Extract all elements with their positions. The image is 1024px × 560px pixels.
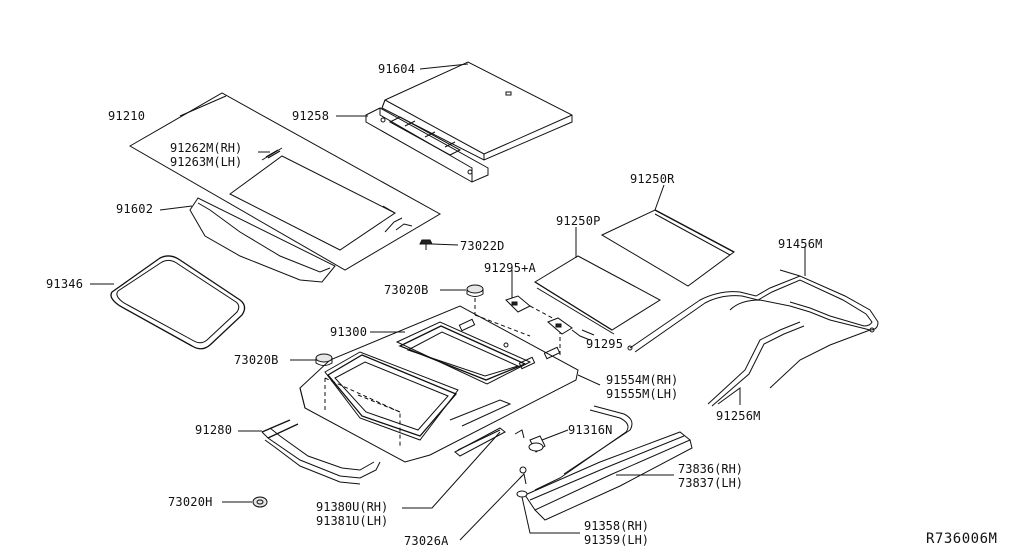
callout-91300: 91300 [330,325,368,339]
part-91250p-sunshade [534,255,661,335]
part-91456m-hoses [627,269,879,407]
callout-91602: 91602 [116,202,154,216]
part-91210-headliner [128,92,442,271]
part-91358-clip [516,466,528,498]
part-91250r-sunshade [600,209,735,287]
callout-73022d: 73022D [460,239,505,253]
callout-91280: 91280 [195,423,233,437]
part-73022d-clip [384,217,459,250]
callout-91380u: 91380U(RH) [316,500,389,514]
part-73020b-top-clip [466,284,484,315]
callout-91554m: 91554M(RH) [606,373,679,387]
callout-91210: 91210 [108,109,146,123]
callout-73020b-top: 73020B [384,283,429,297]
callout-73836: 73836(RH) [678,462,744,476]
part-91295-clip [547,317,591,341]
part-91602-trim [189,197,336,283]
callout-91263m: 91263M(LH) [170,155,243,169]
callout-91358: 91358(RH) [584,519,650,533]
callout-91604: 91604 [378,62,416,76]
callout-73020h: 73020H [168,495,213,509]
callout-73837: 73837(LH) [678,476,744,490]
part-73020b-left-clip [315,353,333,366]
callout-91256m: 91256M [716,409,761,423]
callout-91555m: 91555M(LH) [606,387,679,401]
callout-73020b-left: 73020B [234,353,279,367]
part-91604-glass-panel [381,61,573,161]
part-91295a-clip [474,295,561,355]
leader-lines [90,63,806,541]
part-91316n-clip [514,429,546,453]
callout-91346: 91346 [46,277,84,291]
callout-91262m: 91262M(RH) [170,141,243,155]
part-73836-molding [524,431,693,521]
part-91346-seal [110,255,246,350]
callout-91295a: 91295+A [484,261,536,275]
callout-91250r: 91250R [630,172,675,186]
part-91258-bracket [365,107,489,183]
callout-91250p: 91250P [556,214,601,228]
callout-91381u: 91381U(LH) [316,514,389,528]
callout-91316n: 91316N [568,423,613,437]
callout-91456m: 91456M [778,237,823,251]
callout-91359: 91359(LH) [584,533,650,547]
part-91280-deflector [261,419,381,485]
diagram-reference-code: R736006M [926,531,998,547]
callout-91258: 91258 [292,109,330,123]
part-91300-frame [299,305,579,463]
part-91380u-rail [454,427,506,457]
part-91554m-drain [534,405,633,491]
part-73020h-clip [252,496,268,508]
callout-91295: 91295 [586,337,624,351]
callout-73026a: 73026A [404,534,449,548]
